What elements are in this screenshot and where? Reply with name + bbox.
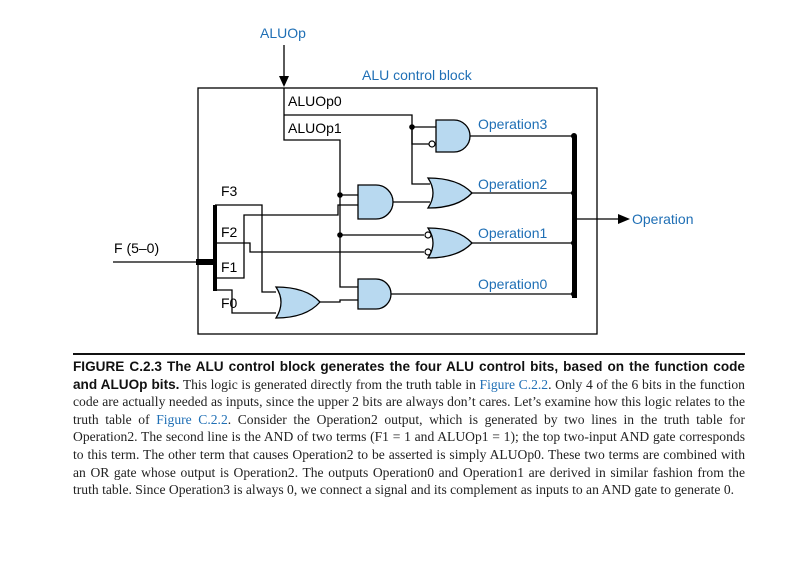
junction-dot [571,291,577,297]
op1-label: Operation1 [478,225,547,241]
figure-link[interactable]: Figure C.2.2 [156,411,228,427]
junction-dot [571,240,577,246]
aluop0-wire [284,114,430,185]
aluop-input-label: ALUOp [260,25,306,41]
op1-or-gate [426,227,473,259]
op3-input-wire [411,127,430,145]
output-label: Operation [632,211,693,227]
f0-label: F0 [221,295,238,311]
junction-dot [337,232,343,238]
op2-label: Operation2 [478,176,547,192]
op2-or-gate [426,177,473,209]
and-gate-f1-aluop1 [357,184,394,220]
f1-wire [215,204,358,279]
output-arrow [618,214,630,224]
op3-label: Operation3 [478,116,547,132]
junction-dot [337,192,343,198]
op0-and-gate [357,278,392,310]
op3-and-gate [435,119,471,153]
or-output-wire [320,299,358,303]
f-bus [196,259,216,265]
figure-caption: FIGURE C.2.3 The ALU control block gener… [73,358,745,499]
f-input-label: F (5–0) [114,240,159,256]
junction-dot [571,133,577,139]
junction-dot [571,190,577,196]
f2-wire [215,242,262,253]
output-bus [572,136,577,298]
f1-label: F1 [221,259,238,275]
caption-heading: FIGURE C.2.3 The ALU control block gener… [73,359,745,392]
op0-label: Operation0 [478,276,547,292]
aluop1-label: ALUOp1 [288,120,342,136]
f-bus-vertical [213,205,217,291]
alu-control-diagram: ALUOp ALU control block ALUOp0 ALUOp1 Op… [113,25,693,335]
f0-wire [215,289,276,314]
aluop1-wire [283,115,358,288]
caption-text: . Only 4 of the 6 bits in the function c… [73,376,745,427]
aluop0-label: ALUOp0 [288,93,342,109]
f3-wire [215,204,276,293]
caption-rule [73,353,745,355]
inverter-bubble [428,140,436,148]
aluop-arrow [279,76,289,87]
block-title: ALU control block [362,67,473,83]
f3-label: F3 [221,183,238,199]
f2-label: F2 [221,224,238,240]
figure-link[interactable]: Figure C.2.2 [479,376,549,392]
caption-text: . Consider the Operation2 output, which … [73,411,745,498]
caption-text: This logic is generated directly from th… [179,376,480,392]
or-gate-f0-f3 [274,286,321,319]
alu-control-block-box [197,87,598,335]
